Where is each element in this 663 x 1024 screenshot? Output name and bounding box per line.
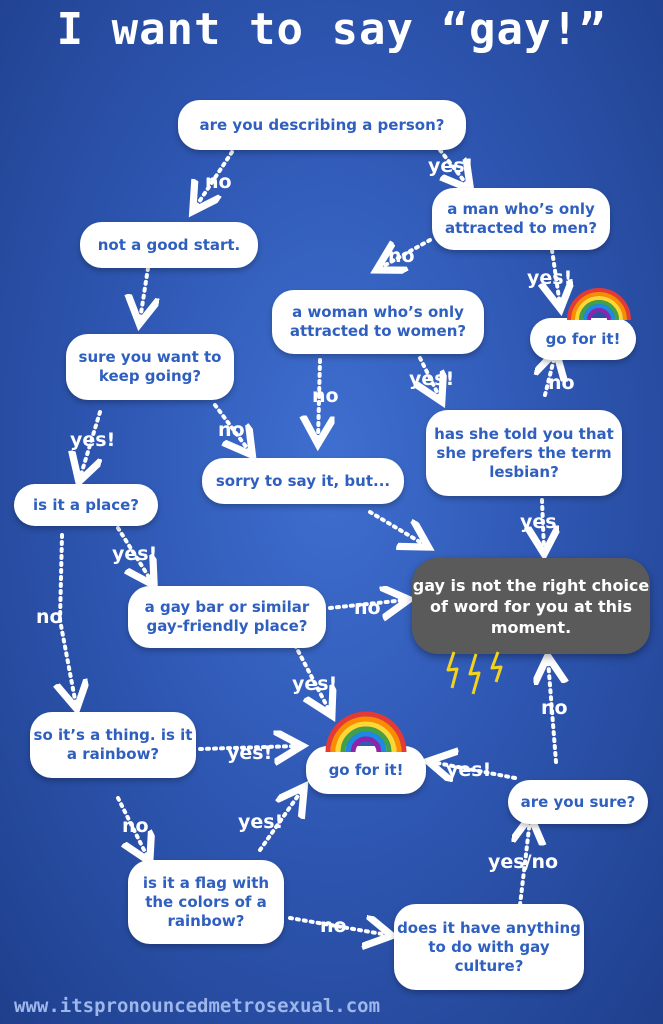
arrow-sure-no [213, 403, 250, 452]
node-describing-person: are you describing a person? [178, 93, 466, 150]
arrow-rainbow-no [116, 796, 148, 858]
arrow-place-no [60, 533, 76, 705]
arrow-man-no [380, 238, 432, 268]
arrow-person-no [195, 150, 234, 208]
arrow-woman-yes [420, 356, 440, 398]
edge-label-man-yes: yes! [527, 267, 572, 289]
node-gay-culture: does it have anything to do with gay cul… [394, 891, 584, 990]
node-are-you-sure: are you sure? [508, 773, 648, 824]
edge-label-sure-yes: yes! [70, 429, 115, 451]
arrow-person-yes [438, 148, 468, 186]
arrow-woman-no [318, 358, 320, 440]
edge-label-sure-no-result: no [541, 697, 568, 719]
site-url: www.itspronouncedmetrosexual.com [14, 995, 381, 1017]
edge-label-place-no: no [36, 606, 63, 628]
node-go-for-it-top: go for it! [530, 312, 636, 360]
page-title: I want to say “gay!” [56, 4, 607, 55]
arrow-start-to-sure [140, 266, 148, 320]
edge-label-rainbow-yes: yes! [227, 742, 272, 764]
arrow-man-yes [552, 248, 560, 305]
arrow-culture-sure [520, 820, 530, 907]
edge-label-bar-yes: yes! [292, 673, 337, 695]
rainbow-icon [567, 288, 631, 321]
node-flag-rainbow-colors: is it a flag with the colors of a rainbo… [128, 848, 284, 944]
edge-label-lesbian-no: no [548, 372, 575, 394]
node-not-right-word: gay is not the right choice of word for … [412, 544, 650, 654]
node-woman-attracted-to-women: a woman who’s only attracted to women? [272, 281, 484, 354]
edge-label-rainbow-no: no [122, 815, 149, 837]
node-man-attracted-to-men: a man who’s only attracted to men? [432, 179, 610, 250]
arrow-sure-go [432, 762, 517, 778]
node-is-it-a-place: is it a place? [14, 478, 158, 526]
edge-label-flag-no: no [320, 915, 347, 937]
edge-label-man-no: no [388, 245, 415, 267]
arrow-flag-yes [258, 790, 302, 852]
arrow-bar-no [328, 600, 405, 608]
edge-label-flag-yes: yes! [238, 811, 283, 833]
node-prefers-term-lesbian: has she told you that she prefers the te… [426, 397, 622, 496]
node-sure-keep-going: sure you want to keep going? [66, 324, 234, 400]
node-is-it-a-rainbow: so it’s a thing. is it a rainbow? [30, 702, 196, 778]
edge-label-person-no: no [205, 171, 232, 193]
edge-label-place-yes: yes! [112, 543, 157, 565]
edge-label-person-yes: yes! [428, 155, 473, 177]
edge-label-lesbian-yes: yes [520, 511, 557, 533]
arrow-bar-yes [293, 643, 330, 712]
arrow-lesbian-no [545, 355, 555, 397]
node-not-good-start: not a good start. [80, 215, 258, 268]
edge-label-woman-no: no [312, 385, 339, 407]
edge-label-sure-yes-go: yes! [446, 759, 491, 781]
edge-label-woman-yes: yes! [409, 368, 454, 390]
arrow-sure-result [548, 660, 556, 764]
arrow-sorry-to-result [368, 510, 425, 545]
node-gay-bar-place: a gay bar or similar gay-friendly place? [128, 577, 326, 648]
node-sorry-to-say: sorry to say it, but... [202, 451, 404, 504]
edge-label-culture-yesno: yes/no [488, 851, 558, 873]
arrow-flag-no [288, 918, 388, 935]
arrow-sure-yes [80, 410, 100, 478]
arrow-place-yes [116, 526, 152, 582]
edge-label-sure-no: no [218, 419, 245, 441]
lightning-icon [446, 651, 503, 695]
arrow-lesbian-yes [542, 498, 544, 550]
edge-label-bar-no: no [354, 597, 381, 619]
rainbow-icon [325, 711, 407, 753]
arrow-rainbow-yes [198, 746, 298, 749]
